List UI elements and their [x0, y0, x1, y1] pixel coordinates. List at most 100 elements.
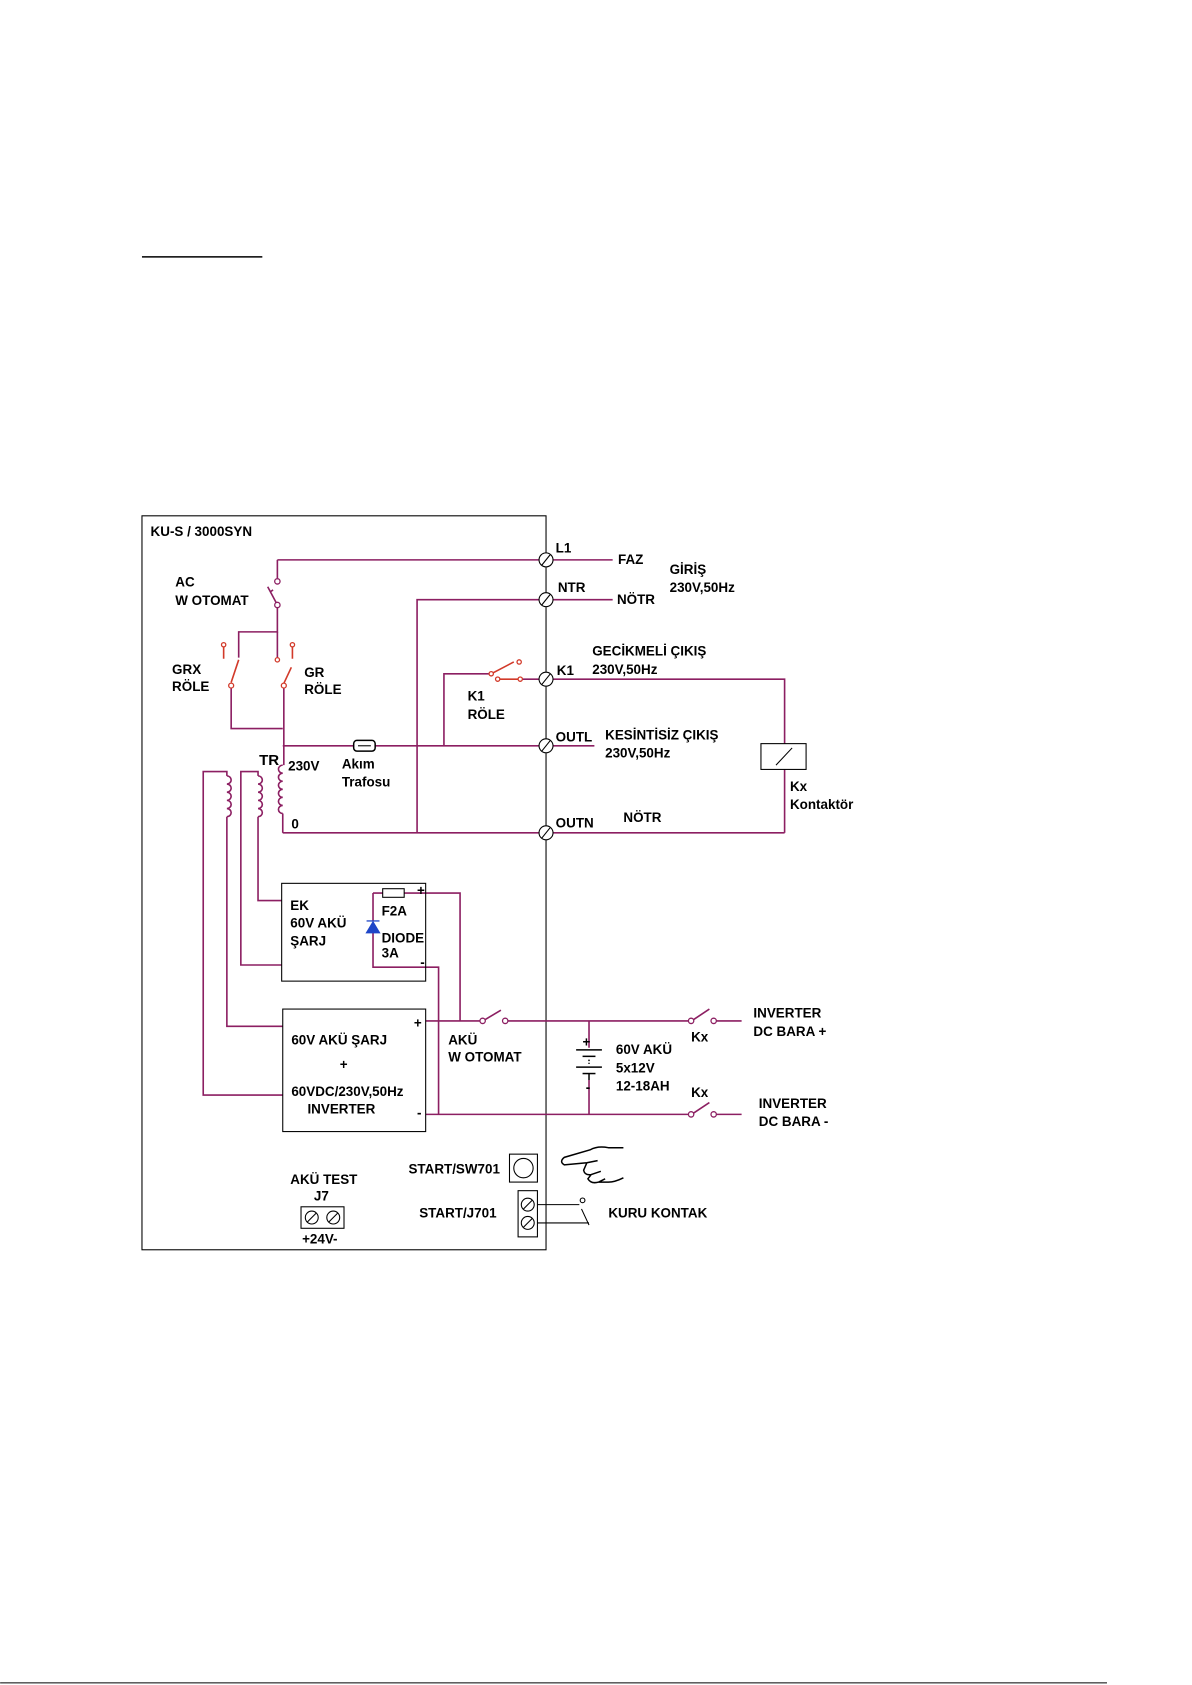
k1-lever	[492, 661, 515, 674]
ac-breaker-lever	[266, 586, 278, 604]
k1-relay-contact	[488, 659, 524, 682]
terminal-strip	[538, 552, 554, 841]
wire-ac-breaker-out	[237, 607, 279, 658]
battery-test-label-1: AKÜ TEST	[290, 1172, 358, 1187]
transformer-primary-coil	[277, 764, 283, 815]
k1-output-contact-b	[517, 676, 524, 682]
ek-charger-box	[281, 882, 427, 982]
gr-fixed-contact	[289, 641, 296, 648]
j7-terminal-2	[326, 1210, 341, 1225]
k1-common-contact	[488, 670, 495, 677]
fuse-label: F2A	[382, 904, 408, 919]
ek-charger-minus: -	[420, 955, 424, 970]
wire-delayed-output	[522, 678, 786, 744]
contactor-label-2: Kontaktör	[790, 797, 854, 812]
grx-lever	[230, 659, 240, 683]
charger-inverter-minus: -	[417, 1106, 421, 1121]
wire-secondary-ek-b	[257, 816, 282, 902]
gr-lever	[283, 666, 293, 684]
ups-output-terminal: OUTL	[556, 729, 593, 744]
start-j701-terminal-1	[520, 1197, 535, 1212]
grx-relay-label-1: GRX	[172, 662, 201, 677]
ac-breaker-contact-bottom	[274, 601, 281, 609]
gr-relay-label-2: RÖLE	[304, 682, 341, 697]
diode-label-1: DIODE	[382, 930, 425, 945]
wire-secondary-inverter-b	[226, 816, 283, 1028]
gr-top-contact	[274, 657, 281, 663]
battery-breaker-label-1: AKÜ	[448, 1033, 477, 1048]
dry-contact-label: KURU KONTAK	[608, 1206, 707, 1221]
input-ntr-label: NTR	[558, 580, 586, 595]
transformer-secondary-coil-a	[226, 775, 232, 818]
ups-output-title: KESİNTİSİZ ÇIKIŞ	[605, 727, 718, 742]
transformer-primary-top: 230V	[288, 759, 319, 774]
ek-charger-label-2: 60V AKÜ	[290, 915, 346, 930]
wire-secondary-inverter-a	[202, 770, 283, 1096]
wire-ek-diode	[372, 893, 440, 1115]
neutral-output-label: NÖTR	[623, 810, 661, 825]
battery-symbol	[576, 1049, 602, 1080]
start-button-label: START/SW701	[408, 1161, 500, 1176]
current-transformer-label-1: Akım	[342, 756, 375, 771]
terminal-ntr	[538, 592, 554, 608]
battery-test-polarity: +24V-	[302, 1231, 337, 1246]
grx-moving-contact	[228, 682, 235, 689]
k1-open-contact	[516, 659, 522, 665]
start-connector-label: START/J701	[419, 1206, 497, 1221]
wire-secondary-ek-a	[240, 770, 282, 966]
charger-inverter-label-4: INVERTER	[307, 1101, 375, 1116]
panel-title: KU-S / 3000SYN	[151, 524, 252, 539]
battery-label-1: 60V AKÜ	[616, 1042, 672, 1057]
j7-block	[300, 1206, 345, 1229]
dc-minus-label-1: INVERTER	[759, 1096, 827, 1111]
input-title: GİRİŞ	[670, 562, 707, 577]
battery-test-label-2: J7	[314, 1188, 329, 1203]
k1-output-contact-a	[494, 676, 501, 682]
ek-charger-label-1: EK	[290, 898, 309, 913]
gr-relay-contact	[274, 641, 296, 689]
terminal-outn	[538, 825, 554, 841]
dry-contact-switch	[537, 1197, 590, 1226]
battery-breaker-switch	[479, 1009, 509, 1025]
ac-breaker-label-2: W OTOMAT	[175, 593, 249, 608]
wire-k1-feed	[443, 672, 490, 746]
battery-label-2: 5x12V	[616, 1060, 655, 1075]
delayed-output-terminal: K1	[557, 663, 575, 678]
gr-moving-contact	[280, 682, 287, 689]
transformer-name: TR	[259, 752, 279, 769]
charger-inverter-label-3: 60VDC/230V,50Hz	[291, 1084, 403, 1099]
wire-ek-plus	[373, 892, 461, 1021]
ek-charger-label-3: ŞARJ	[290, 934, 326, 949]
battery-plus: +	[583, 1035, 591, 1050]
terminal-l1	[538, 552, 554, 568]
ac-breaker-contact-top	[274, 578, 281, 585]
ups-output-rating: 230V,50Hz	[605, 746, 670, 761]
dc-minus-label-2: DC BARA -	[759, 1114, 829, 1129]
terminal-k1	[538, 671, 554, 687]
hand-pointer-icon	[560, 1146, 624, 1184]
ek-charger-plus: +	[417, 883, 425, 898]
gr-relay-label-1: GR	[304, 665, 324, 680]
current-transformer-label-2: Trafosu	[342, 775, 390, 790]
k1-relay-label-2: RÖLE	[468, 707, 505, 722]
battery-label-3: 12-18AH	[616, 1079, 670, 1094]
diode-icon	[365, 920, 381, 934]
dc-minus-switch-label: Kx	[691, 1085, 709, 1100]
start-j701-block	[517, 1190, 538, 1238]
contactor-label-1: Kx	[790, 779, 808, 794]
grx-relay-label-2: RÖLE	[172, 679, 209, 694]
battery-breaker-label-2: W OTOMAT	[448, 1050, 522, 1065]
delayed-output-title: GECİKMELİ ÇIKIŞ	[592, 644, 706, 659]
contactor-coil-mark	[775, 747, 793, 766]
j7-terminal-1	[304, 1210, 319, 1225]
battery-minus: -	[586, 1080, 590, 1095]
charger-inverter-label-2: +	[340, 1057, 348, 1072]
terminal-outl	[538, 738, 554, 754]
dc-plus-label-2: DC BARA +	[753, 1024, 826, 1039]
input-l1-label: L1	[556, 540, 572, 555]
ac-breaker-label-1: AC	[175, 575, 195, 590]
input-notr-label: NÖTR	[617, 592, 655, 607]
neutral-output-terminal: OUTN	[556, 815, 594, 830]
grx-fixed-contact	[220, 641, 227, 648]
